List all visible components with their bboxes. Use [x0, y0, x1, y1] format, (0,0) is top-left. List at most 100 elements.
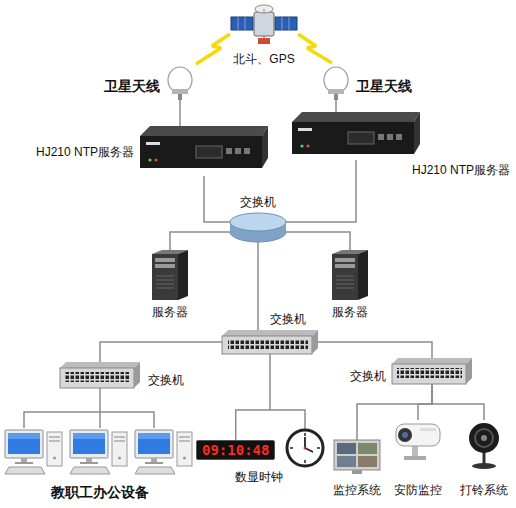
- satellite-icon: [289, 17, 290, 30]
- analog-clock: [304, 433, 306, 436]
- satellite-icon: [231, 17, 253, 30]
- ntp-server-unit: [414, 112, 420, 154]
- network-cable: [318, 342, 432, 358]
- network-cable: [179, 100, 181, 126]
- rack-switch: [134, 362, 140, 388]
- network-cable: [257, 242, 259, 330]
- device-label: 打铃系统: [460, 484, 508, 498]
- rack-switch: [466, 358, 472, 384]
- antenna-dome: [168, 67, 348, 100]
- branch-wire: [270, 410, 305, 429]
- security-camera: [402, 432, 408, 438]
- rack-switch: [312, 330, 318, 354]
- security-camera: [396, 424, 440, 460]
- server: 服务器: [332, 250, 368, 300]
- tower-server: [155, 264, 175, 268]
- ntp-server-unit: [244, 148, 250, 154]
- device-label: 北斗、GPS: [233, 53, 294, 67]
- ntp-server-unit: [396, 134, 402, 140]
- office-pcs: 教职工办公设备: [5, 428, 195, 476]
- network-cable: [286, 232, 350, 250]
- device-label: 数显时钟: [235, 471, 283, 485]
- security-camera: [396, 424, 440, 446]
- monitor-screen: [334, 440, 380, 474]
- tower-server: [156, 284, 174, 285]
- tower-server: [152, 250, 368, 300]
- rack-switch: [228, 339, 308, 349]
- satellite-icon: [258, 38, 270, 44]
- antenna-dome: [168, 67, 192, 93]
- security-camera: [398, 428, 412, 442]
- ntp-server-unit: [196, 146, 222, 158]
- device-label: 卫星天线: [104, 78, 160, 94]
- signal-bolt: [298, 34, 332, 63]
- switch: 交换机: [392, 358, 472, 384]
- tower-server: [336, 288, 354, 289]
- analog-clock: [304, 460, 306, 463]
- security-camera: [404, 456, 426, 460]
- antenna-dome: [324, 67, 348, 93]
- ntp-server-unit: [300, 144, 303, 147]
- server: 服务器: [152, 250, 188, 300]
- tower-server: [156, 280, 174, 281]
- network-cable: [204, 176, 230, 222]
- device-label: 交换机: [240, 196, 276, 210]
- tower-server: [178, 250, 188, 300]
- bell-device: [483, 452, 486, 464]
- device-label: 服务器: [332, 306, 368, 320]
- tower-server: [336, 280, 354, 281]
- core-switch-shape: [230, 213, 286, 231]
- tower-server: [358, 250, 368, 300]
- satellite-icon: [238, 17, 239, 30]
- antenna-dome: [178, 94, 182, 100]
- office-pc: [5, 430, 62, 474]
- analog-clock: [290, 447, 293, 449]
- ntp-server-unit: [140, 126, 268, 136]
- signal-bolt: [196, 34, 230, 64]
- network-cable: [170, 232, 230, 250]
- analog-clock: [287, 430, 323, 466]
- device-label: 教职工办公设备: [51, 484, 149, 500]
- monitor-screen: [358, 443, 377, 454]
- bell-device: [475, 429, 493, 447]
- rack-switch: [60, 330, 472, 388]
- core-switch: 交换机: [230, 213, 286, 242]
- ntp-server-unit: [378, 134, 384, 140]
- rack-switch: [222, 336, 312, 354]
- antenna: 卫星天线: [322, 66, 350, 100]
- antenna-dome: [334, 94, 338, 100]
- monitor-system: 监控系统: [334, 440, 380, 474]
- device-label: 交换机: [148, 374, 184, 388]
- monitor-screen: [352, 470, 362, 474]
- device-label: 安防监控: [394, 484, 442, 498]
- tower-server: [155, 258, 175, 262]
- tower-server: [332, 254, 358, 300]
- network-cable: [357, 384, 432, 440]
- ntp-server-unit: [292, 112, 420, 122]
- device-label: 卫星天线: [356, 78, 412, 94]
- network-cable: [432, 384, 484, 420]
- ntp-server-unit: [140, 112, 420, 168]
- branch-wire: [24, 410, 305, 429]
- ntp-server-unit: [306, 144, 309, 147]
- satellite-icon: [255, 5, 273, 13]
- monitor-screen: [358, 456, 377, 467]
- rack-switch: [60, 368, 134, 388]
- antenna-dome: [172, 89, 188, 94]
- switch: 交换机: [60, 362, 140, 388]
- tower-server: [335, 264, 355, 268]
- ntp-server-unit: [348, 132, 374, 144]
- satellite-icon: [275, 17, 297, 30]
- network-cable: [286, 160, 356, 222]
- satellite-icon: [264, 9, 265, 13]
- analog-clock: [304, 437, 306, 448]
- network-cable: [100, 342, 222, 362]
- analog-clock: [317, 447, 320, 449]
- satellite-icon: [264, 36, 265, 38]
- device-label: 交换机: [270, 313, 306, 327]
- antenna-dome: [328, 89, 344, 94]
- office-pc: [5, 430, 192, 474]
- tower-server: [152, 254, 178, 300]
